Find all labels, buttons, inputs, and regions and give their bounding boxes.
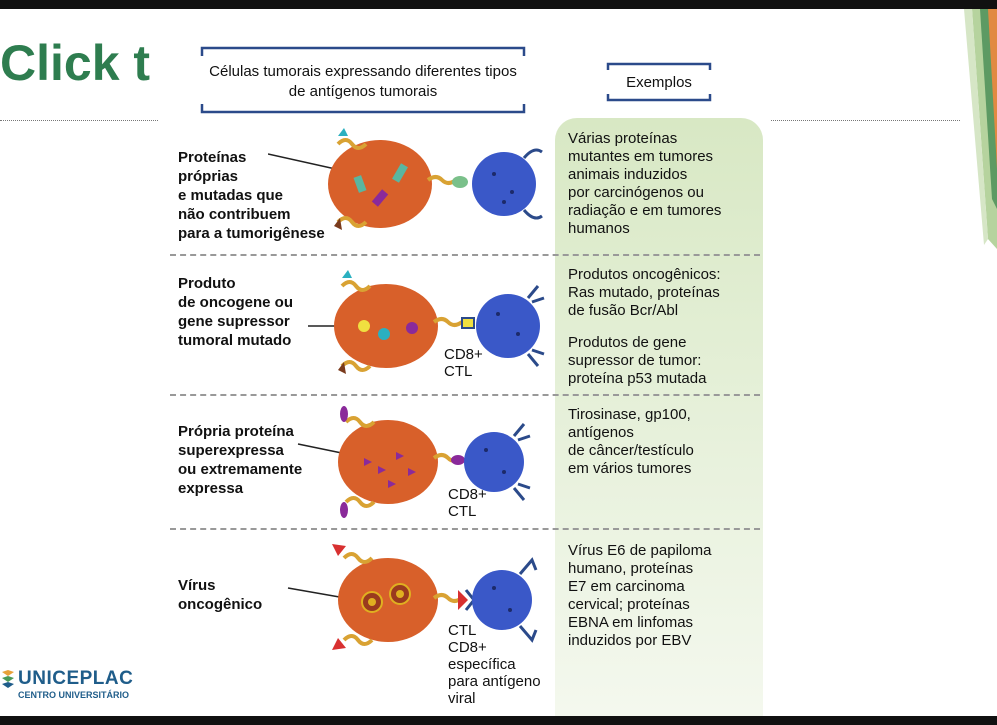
- row2-examples: Produtos oncogênicos: Ras mutado, proteí…: [568, 266, 721, 319]
- row3-label: Própria proteína superexpressa ou extrem…: [178, 423, 303, 497]
- row-separator: [170, 528, 760, 530]
- row4-label: Vírus oncogênico: [178, 577, 263, 613]
- row3-cell-diagram: [297, 406, 531, 518]
- row4-cell-label: CTL CD8+ específica para antígeno viral: [448, 622, 541, 707]
- logo-name: UNICEPLAC: [18, 668, 134, 689]
- row1-label: Proteínas próprias e mutadas que não con…: [178, 149, 325, 242]
- row2-cell-diagram: [308, 270, 545, 374]
- examples-panel: [555, 118, 763, 716]
- corner-stripes-decoration: [964, 9, 997, 249]
- logo-subtitle: CENTRO UNIVERSITÁRIO: [18, 690, 130, 700]
- bottom-black-bar: [0, 716, 997, 725]
- examples-bracket: [606, 62, 712, 102]
- row3-cell-label: CD8+ CTL: [448, 486, 487, 520]
- row3-examples: Tirosinase, gp100, antígenos de câncer/t…: [568, 406, 694, 477]
- top-black-bar: [0, 0, 997, 9]
- row-separator: [170, 254, 760, 256]
- row2-label: Produto de oncogene ou gene supressor tu…: [178, 275, 294, 349]
- logo-mark-icon: [2, 670, 14, 688]
- row4-cell-diagram: [287, 544, 538, 650]
- row2-cell-label: CD8+ CTL: [444, 346, 483, 380]
- row2-examples-2: Produtos de gene supressor de tumor: pro…: [568, 334, 707, 387]
- tumor-antigen-figure: Células tumorais expressando diferentes …: [158, 42, 770, 716]
- slide-title-placeholder[interactable]: Click t: [0, 35, 151, 91]
- uniceplac-logo: UNICEPLAC CENTRO UNIVERSITÁRIO: [0, 668, 150, 708]
- row-separator: [170, 394, 760, 396]
- row4-examples: Vírus E6 de papiloma humano, proteínas E…: [568, 542, 712, 649]
- header-bracket: [200, 46, 526, 114]
- row1-examples: Várias proteínas mutantes em tumores ani…: [568, 130, 722, 237]
- row1-cell-diagram: [268, 128, 543, 230]
